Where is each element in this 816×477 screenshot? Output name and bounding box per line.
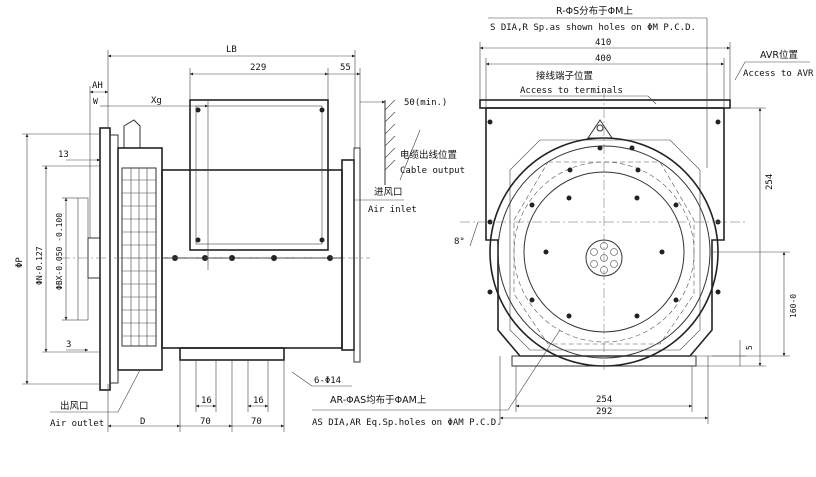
avr-en: Access to AVR	[743, 69, 814, 79]
dim-ah: AH	[92, 81, 103, 91]
dim-3: 3	[66, 340, 71, 350]
air-outlet-en: Air outlet	[50, 419, 104, 429]
air-inlet-cn: 进风口	[374, 187, 403, 198]
terminals-cn: 接线端子位置	[536, 70, 593, 82]
top-rail	[479, 99, 731, 109]
dim-13: 13	[58, 150, 69, 160]
dim-xg: Xg	[151, 96, 162, 106]
r-holes-en: S DIA,R Sp.as shown holes on ΦM P.C.D.	[490, 23, 696, 33]
air-inlet-en: Air inlet	[368, 205, 417, 215]
dim-410: 410	[595, 38, 611, 48]
dim-phi-bx: ΦBX-0.050 -0.100	[55, 213, 64, 290]
cable-output-cn: 电缆出线位置	[400, 149, 457, 161]
dim-5: 5	[745, 345, 754, 350]
fan-housing	[117, 147, 163, 371]
dim-70-a: 70	[200, 417, 211, 427]
terminal-box	[189, 99, 329, 251]
side-view: LB 229 55 AH W Xg 50(min.) 13 3 ΦP ΦN-0.…	[15, 45, 465, 432]
dim-254-horizontal: 254	[596, 395, 612, 405]
mounting-feet	[179, 347, 285, 361]
dim-55: 55	[340, 63, 351, 73]
dim-phi-p: ΦP	[15, 257, 25, 268]
dim-160: 160-0	[789, 294, 798, 318]
air-outlet-cn: 出风口	[60, 400, 89, 412]
angle-8-deg: 8°	[454, 237, 465, 247]
dim-w: W	[93, 97, 98, 106]
r-holes-cn: R-ΦS分布于ΦM上	[556, 5, 633, 17]
ar-holes-cn: AR-ΦAS均布于ΦAM上	[330, 394, 427, 406]
non-drive-end-bracket	[341, 159, 355, 351]
dim-400: 400	[595, 54, 611, 64]
lifting-lug	[123, 119, 141, 148]
dim-16-b: 16	[253, 396, 264, 406]
cable-output-en: Cable output	[400, 166, 465, 176]
end-lifting-eye	[587, 119, 613, 139]
dim-292: 292	[596, 407, 612, 417]
dim-229: 229	[250, 63, 266, 73]
drive-end-flange	[99, 127, 111, 391]
dim-50-min: 50(min.)	[404, 98, 447, 108]
terminals-en: Access to terminals	[520, 86, 623, 96]
end-view: R-ΦS分布于ΦM上 S DIA,R Sp.as shown holes on …	[312, 5, 814, 428]
dim-d: D	[140, 417, 145, 427]
dim-70-b: 70	[251, 417, 262, 427]
dim-lb: LB	[226, 45, 237, 55]
dim-254-vertical: 254	[765, 174, 775, 190]
dim-16-a: 16	[201, 396, 212, 406]
dim-phi-n: ΦN-0.127	[35, 246, 44, 285]
stator-frame	[161, 169, 343, 349]
ar-holes-en: AS DIA,AR Eq.Sp.holes on ΦAM P.C.D.	[312, 418, 502, 428]
foot-holes-6-phi14: 6-Φ14	[314, 376, 341, 386]
avr-cn: AVR位置	[760, 49, 798, 61]
